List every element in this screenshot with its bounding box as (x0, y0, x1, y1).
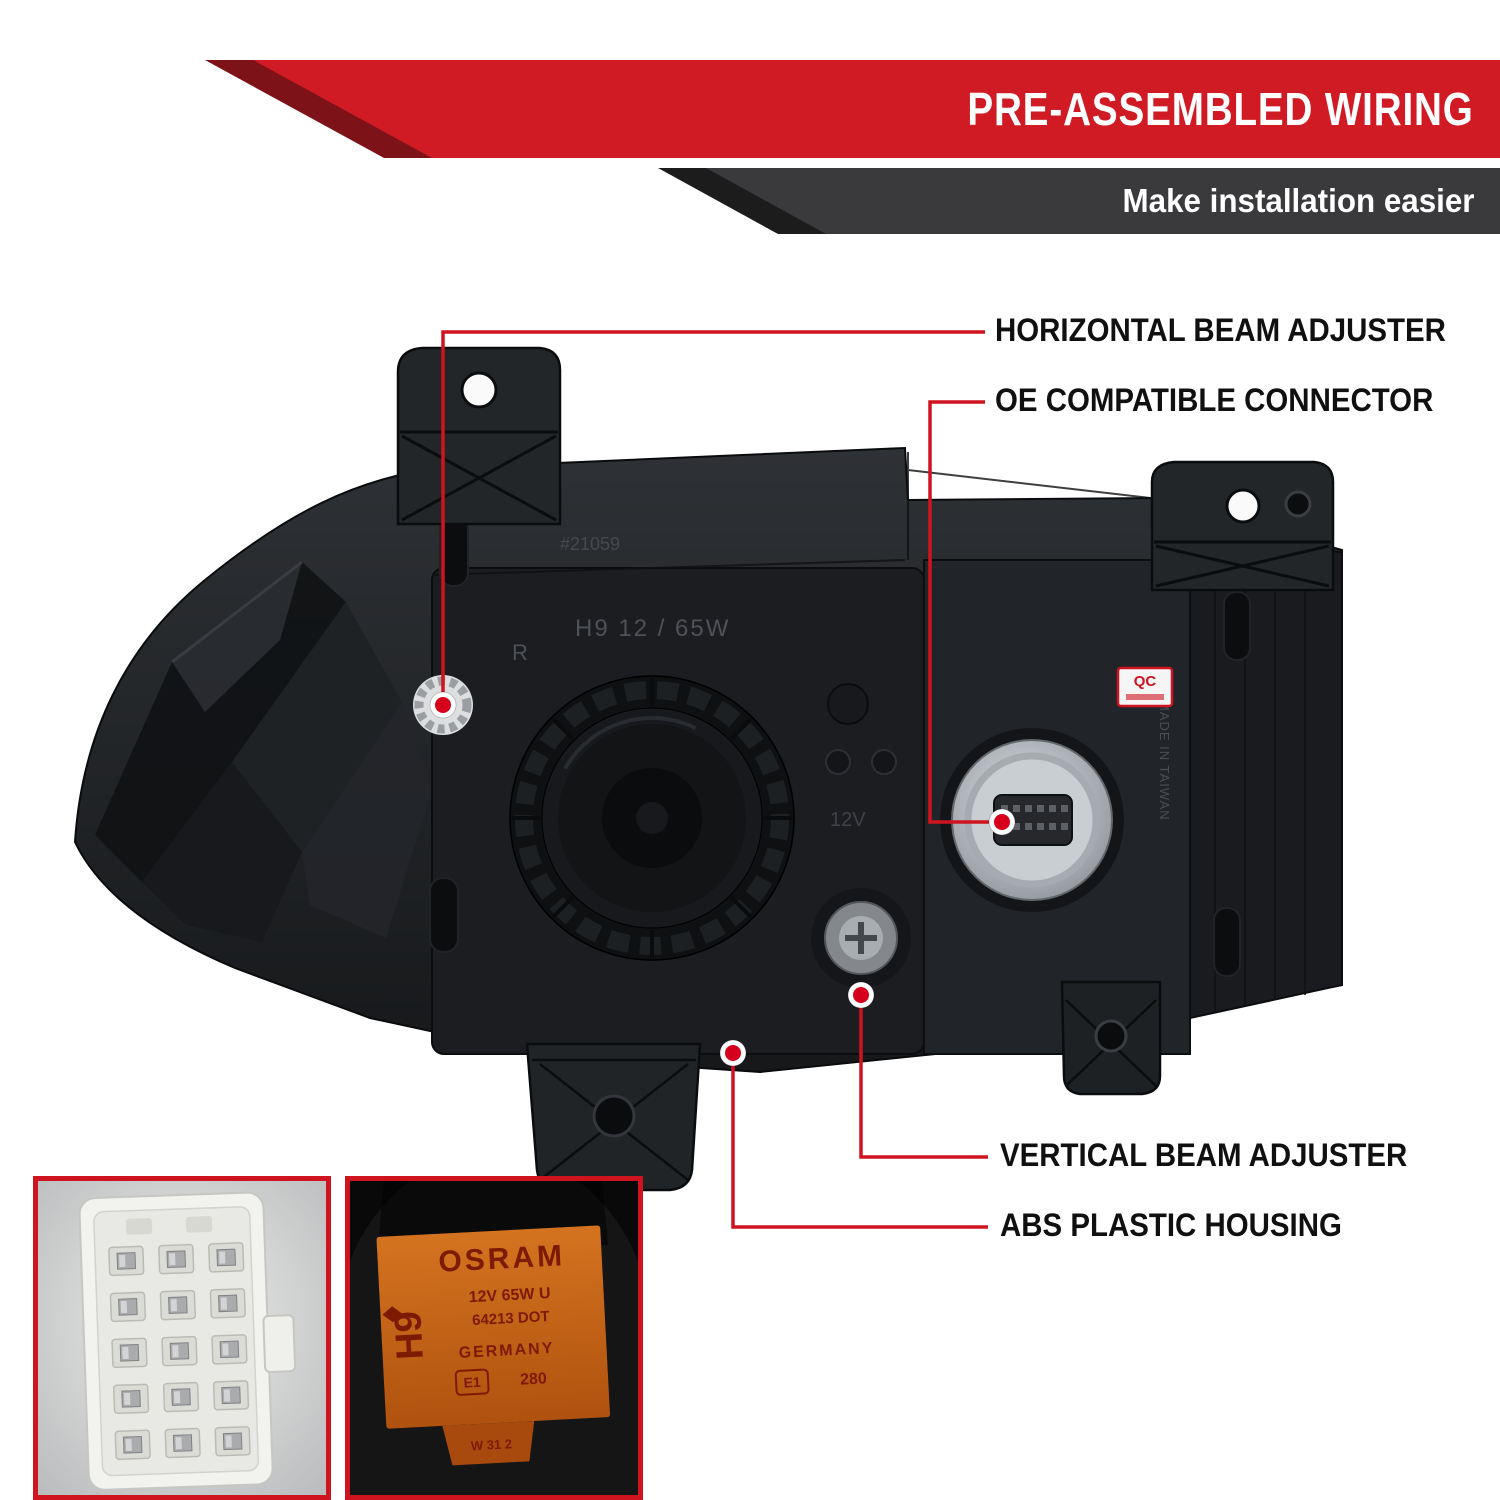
top-mounting-bracket (396, 346, 562, 526)
bracket-hole (1284, 490, 1312, 518)
bottom-mounting-tab (525, 1042, 702, 1192)
bracket-hole (1225, 488, 1261, 524)
lower-right-bracket (1060, 980, 1162, 1096)
callout-label-abs-plastic-housing: ABS PLASTIC HOUSING (1000, 1207, 1342, 1243)
bulb-spec-text: H9 12 / 65W (575, 615, 730, 642)
bulb-dust-cap (509, 675, 795, 961)
bulb-code-text: W 31 2 (470, 1436, 512, 1453)
connector-plug (993, 794, 1073, 846)
horizontal-beam-adjuster (413, 675, 473, 735)
headlight-housing: #21059 H9 12 / 65W R 12V MADE IN TAIWAN … (73, 346, 1343, 1192)
bracket-hole (592, 1094, 636, 1138)
banner-subtitle: Make installation easier (1122, 182, 1474, 219)
inset-connector-photo (33, 1176, 331, 1500)
housing-nose-facets (95, 560, 432, 942)
mold-number-text: #21059 (560, 534, 620, 554)
voltage-text: 12V (830, 809, 866, 831)
connector-latch-tab (262, 1314, 297, 1373)
origin-text: MADE IN TAIWAN (1157, 700, 1172, 821)
bulb-country-text: GERMANY (458, 1340, 555, 1362)
connector-closeup (38, 1181, 326, 1495)
callout-label-horizontal-beam-adjuster: HORIZONTAL BEAM ADJUSTER (995, 312, 1446, 348)
bulb-approval-mark-text: E1 (463, 1374, 481, 1391)
callout-label-vertical-beam-adjuster: VERTICAL BEAM ADJUSTER (1000, 1137, 1408, 1173)
banner-title-bar: PRE-ASSEMBLED WIRING (253, 60, 1500, 158)
oe-connector-socket (940, 728, 1124, 912)
bulb-label: OSRAM H9 12V 65W U 64213 DOT GERMANY E1 … (376, 1225, 610, 1466)
connector-body (78, 1191, 297, 1491)
bulb-closeup: OSRAM H9 12V 65W U 64213 DOT GERMANY E1 … (350, 1181, 638, 1495)
banner-subtitle-bar: Make installation easier (706, 168, 1500, 234)
bulb-type-text: H9 (387, 1310, 431, 1361)
direction-text: R (512, 640, 528, 665)
vertical-beam-adjuster (811, 888, 911, 988)
qc-sticker: QC (1116, 666, 1174, 708)
bulb-part-text: 64213 DOT (472, 1308, 550, 1329)
callout-label-oe-compatible-connector: OE COMPATIBLE CONNECTOR (995, 382, 1434, 418)
bulb-brand-text: OSRAM (438, 1239, 566, 1279)
qc-text: QC (1134, 673, 1157, 690)
housing-far-right-panel (1189, 538, 1343, 1020)
bulb-spec-text: 12V 65W U (468, 1285, 551, 1306)
bulb-approval-num-text: 280 (520, 1370, 548, 1388)
bracket-hole (460, 371, 498, 409)
inset-bulb-photo: OSRAM H9 12V 65W U 64213 DOT GERMANY E1 … (345, 1176, 643, 1500)
right-mounting-bracket (1150, 460, 1335, 592)
banner-title: PRE-ASSEMBLED WIRING (967, 83, 1474, 135)
bracket-hole (1094, 1019, 1128, 1053)
